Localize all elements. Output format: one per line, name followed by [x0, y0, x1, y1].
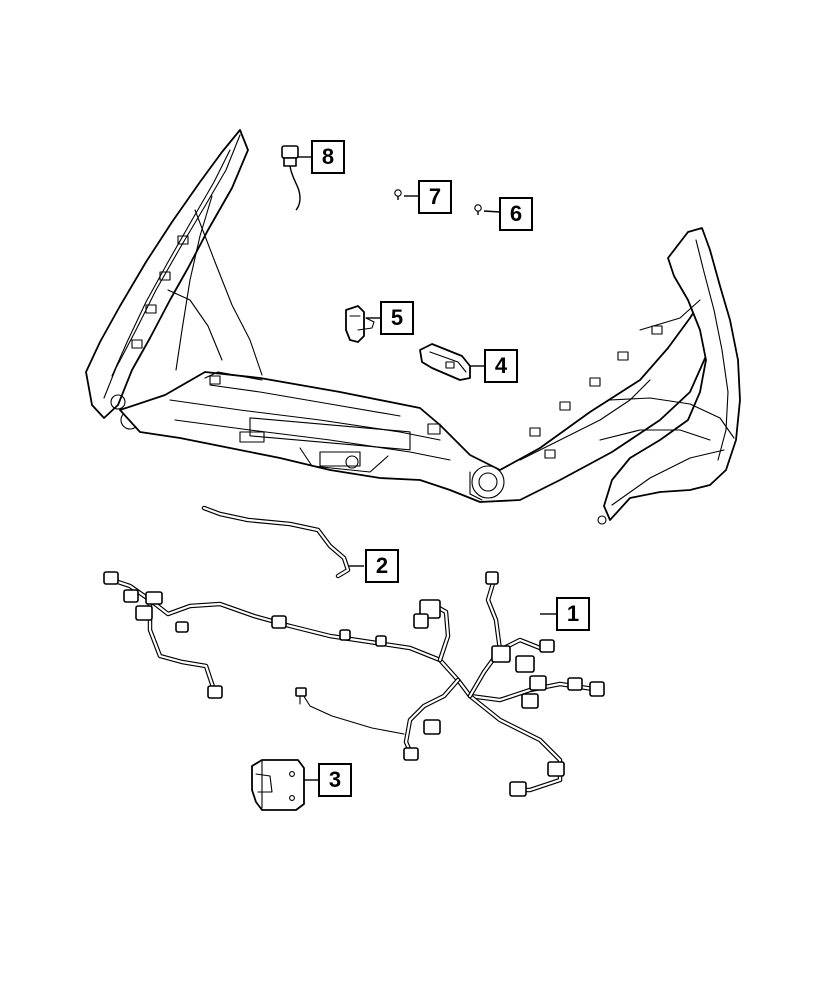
callout-3-label: 3: [328, 767, 342, 792]
callout-3: 3: [318, 763, 352, 797]
part-5-bracket: [345, 305, 380, 343]
part-3-plate: [251, 759, 318, 811]
callout-5-label: 5: [390, 305, 404, 330]
callout-1-label: 1: [566, 601, 580, 626]
part-8-sensor: [281, 145, 311, 211]
callout-8: 8: [311, 140, 345, 174]
part-1-harness: [103, 571, 605, 797]
callout-7: 7: [418, 180, 452, 214]
callout-2-label: 2: [375, 553, 389, 578]
part-4-module: [419, 343, 484, 381]
callout-4-label: 4: [494, 353, 508, 378]
part-2-hose: [201, 505, 364, 579]
bumper-fascia: [85, 129, 741, 525]
callout-7-label: 7: [428, 184, 442, 209]
callout-4: 4: [484, 349, 518, 383]
callout-6: 6: [499, 197, 533, 231]
callout-1: 1: [556, 597, 590, 631]
part-6-screw: [474, 204, 501, 215]
callout-5: 5: [380, 301, 414, 335]
callout-2: 2: [365, 549, 399, 583]
callout-8-label: 8: [321, 144, 335, 169]
part-7-screw: [394, 189, 418, 200]
callout-6-label: 6: [509, 201, 523, 226]
